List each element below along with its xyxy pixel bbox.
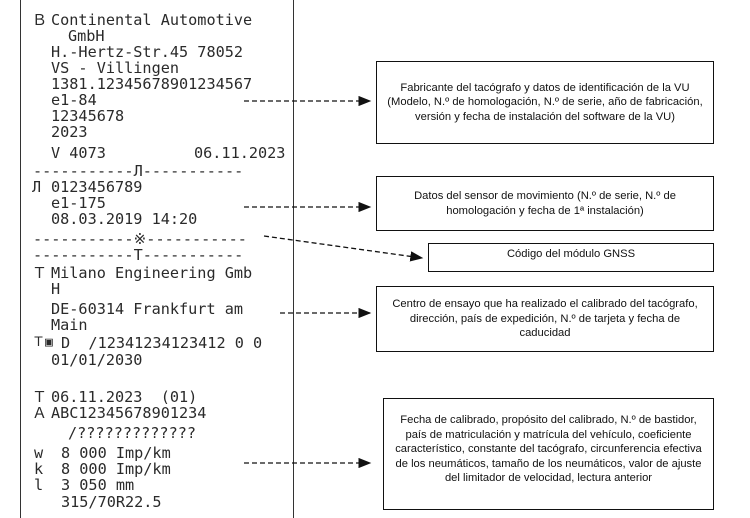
workshop-city: Main — [51, 316, 88, 334]
workshop-name-cont: H — [51, 280, 61, 298]
workshop-info-callout: Centro de ensayo que ha realizado el cal… — [376, 286, 714, 352]
w-label: w — [34, 444, 44, 462]
manufacturer-city: VS - Villingen — [51, 59, 180, 77]
workshop-separator: -----------Т----------- — [33, 246, 244, 264]
sensor-approval-number: e1-175 — [51, 194, 106, 212]
workshop-card-number: D /12341234123412 0 0 — [61, 334, 263, 352]
software-install-date: 06.11.2023 — [194, 144, 286, 162]
hammer-icon: Ｔ — [32, 388, 48, 406]
sensor-serial-number: 0123456789 — [51, 178, 143, 196]
sensor-info-callout: Datos del sensor de movimiento (N.º de s… — [376, 176, 714, 231]
manufacturer-address: H.-Hertz-Str.45 78052 — [51, 43, 244, 61]
vu-info-callout: Fabricante del tacógrafo y datos de iden… — [376, 61, 714, 144]
calibration-date: 06.11.2023 (01) — [51, 388, 198, 406]
vehicle-icon: Ａ — [32, 404, 48, 422]
tachograph-printout: -------------------------- Ｂ Continental… — [20, 0, 294, 518]
manufacturer-name: Continental Automotive — [51, 11, 253, 29]
software-version: V 4073 — [51, 144, 106, 162]
gnss-info-callout: Código del módulo GNSS — [428, 243, 714, 272]
k-label: k — [34, 460, 44, 478]
sensor-separator: -----------Л----------- — [33, 162, 244, 180]
top-rule: -------------------------- — [33, 0, 271, 4]
vu-approval-number: e1-84 — [51, 91, 97, 109]
l-value: 3 050 mm — [61, 476, 135, 494]
manufacturer-name-cont: GmbH — [68, 27, 105, 45]
sensor-install-date: 08.03.2019 14:20 — [51, 210, 198, 228]
gnss-separator: -----------※----------- — [33, 230, 247, 248]
k-value: 8 000 Imp/km — [61, 460, 171, 478]
vehicle-vin: ABC12345678901234 — [51, 404, 207, 422]
workshop-name: Milano Engineering Gmb — [51, 264, 253, 282]
vu-manufacture-year: 2023 — [51, 123, 88, 141]
workshop-address: DE-60314 Frankfurt am — [51, 300, 244, 318]
callout-arrows — [244, 95, 424, 469]
motion-sensor-icon: Л — [32, 178, 42, 196]
building-icon: Ｂ — [32, 11, 48, 29]
hammer-icon: Ｔ — [32, 264, 48, 282]
hammer-card-icon: Ｔ▣ — [32, 335, 53, 350]
l-label: l — [34, 476, 44, 494]
vu-part-number: 1381.12345678901234567 — [51, 75, 253, 93]
calibration-info-callout: Fecha de calibrado, propósito del calibr… — [383, 398, 714, 510]
w-value: 8 000 Imp/km — [61, 444, 171, 462]
workshop-card-expiry: 01/01/2030 — [51, 351, 143, 369]
gnss-info-arrow — [263, 235, 424, 262]
vehicle-registration: /????????????? — [68, 424, 197, 442]
vu-serial-number: 12345678 — [51, 107, 125, 125]
